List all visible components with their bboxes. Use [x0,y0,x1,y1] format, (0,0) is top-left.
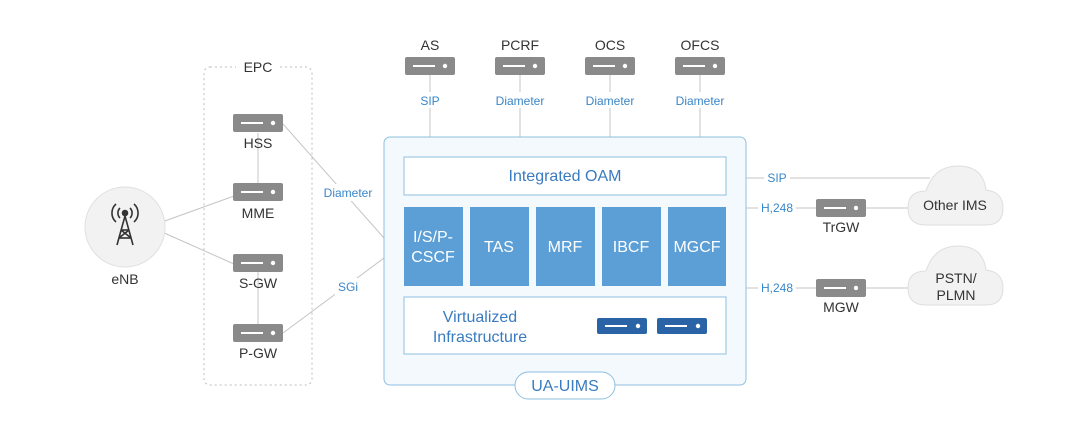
pstn-plmn-cloud[interactable]: PSTN/ PLMN [907,245,1004,306]
sgi-link-label: SGi [338,280,358,294]
server-icon [815,198,867,218]
infra-line1: Virtualized [443,309,517,326]
ocs-protocol: Diameter [586,94,635,108]
as-server[interactable]: AS SIP [404,37,456,108]
server-icon [584,56,636,76]
hss-label: HSS [244,135,273,151]
h248-bottom-label: H,248 [761,281,793,295]
cloud-icon [907,165,1004,226]
ocs-label: OCS [595,37,625,53]
module-tas[interactable]: TAS [470,207,529,286]
mme-label: MME [242,205,275,221]
module-mgcf-label: MGCF [673,239,720,256]
mgw-server[interactable]: MGW [815,278,867,315]
pcrf-protocol: Diameter [496,94,545,108]
pgw-server[interactable]: P-GW [232,323,284,361]
other-ims-label: Other IMS [923,197,987,213]
antenna-tower-icon [111,203,139,246]
as-label: AS [421,37,440,53]
integrated-oam-box[interactable]: Integrated OAM [403,156,727,196]
uims-name: UA-UIMS [531,378,599,395]
ofcs-label: OFCS [681,37,720,53]
infra-line2: Infrastructure [433,329,527,346]
mgw-label: MGW [823,299,860,315]
oam-label: Integrated OAM [509,168,622,185]
server-icon [232,182,284,202]
server-icon [404,56,456,76]
sip-link-label: SIP [767,171,786,185]
as-protocol: SIP [420,94,439,108]
server-icon [232,323,284,343]
ocs-server[interactable]: OCS Diameter [582,37,638,108]
cloud-icon [907,245,1004,306]
module-mrf[interactable]: MRF [536,207,595,286]
server-icon [596,317,648,335]
diameter-link-label: Diameter [324,186,373,200]
uims-frame: Integrated OAM I/S/P- CSCF TAS MRF IBCF … [383,136,747,400]
ofcs-protocol: Diameter [676,94,725,108]
other-ims-cloud[interactable]: Other IMS [907,165,1004,226]
pgw-label: P-GW [239,345,278,361]
server-icon [232,113,284,133]
server-icon [232,253,284,273]
sgw-server[interactable]: S-GW [232,253,284,291]
module-cscf[interactable]: I/S/P- CSCF [404,207,463,286]
sgw-label: S-GW [239,275,278,291]
hss-server[interactable]: HSS [232,113,284,151]
pstn-label-line2: PLMN [937,287,976,303]
module-tas-label: TAS [484,239,514,256]
server-icon [674,56,726,76]
module-ibcf-label: IBCF [613,239,650,256]
pcrf-server[interactable]: PCRF Diameter [492,37,548,108]
enb-node[interactable]: eNB [84,186,166,287]
module-cscf-line1: I/S/P- [413,229,453,246]
mme-server[interactable]: MME [232,182,284,221]
h248-top-label: H,248 [761,201,793,215]
enb-label: eNB [111,271,138,287]
pstn-label-line1: PSTN/ [935,270,976,286]
module-ibcf[interactable]: IBCF [602,207,661,286]
trgw-server[interactable]: TrGW [815,198,867,235]
uims-name-badge: UA-UIMS [514,371,616,400]
right-protocol-labels: SIP H,248 H,248 [758,170,796,296]
epc-group: EPC [203,58,313,386]
module-mgcf[interactable]: MGCF [668,207,726,286]
ofcs-server[interactable]: OFCS Diameter [672,37,728,108]
pcrf-label: PCRF [501,37,539,53]
virtualized-infrastructure-box[interactable]: Virtualized Infrastructure [403,296,727,355]
server-icon [656,317,708,335]
module-mrf-label: MRF [548,239,583,256]
server-icon [815,278,867,298]
link-labels: Diameter SGi [320,184,376,295]
server-icon [494,56,546,76]
trgw-label: TrGW [823,219,861,235]
epc-title: EPC [244,59,273,75]
module-cscf-line2: CSCF [411,249,455,266]
